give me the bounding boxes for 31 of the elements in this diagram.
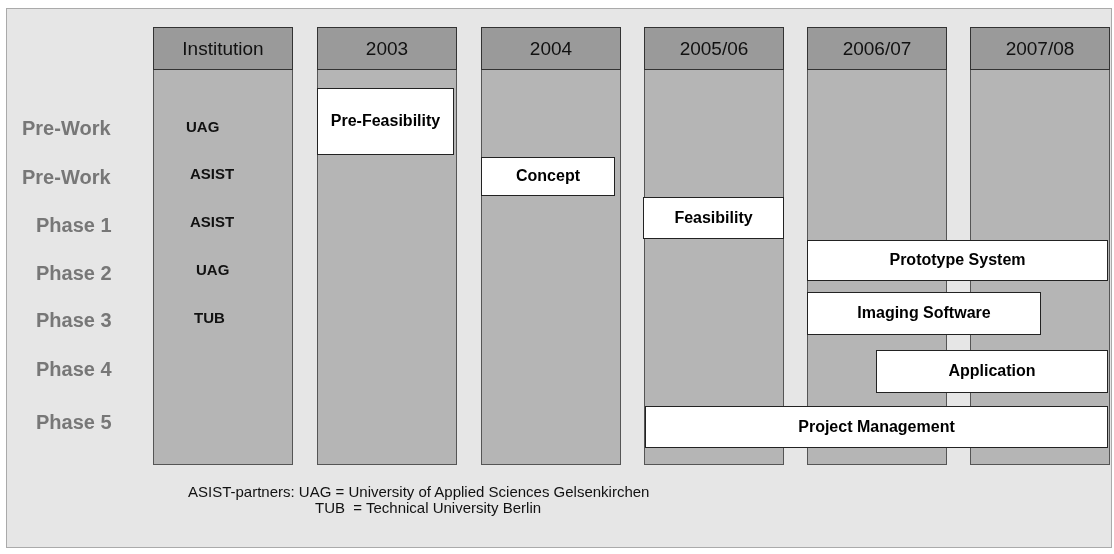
timeline-column <box>481 27 621 465</box>
task-bar: Feasibility <box>643 197 784 239</box>
timeline-column <box>153 27 293 465</box>
column-header: 2006/07 <box>807 27 947 70</box>
row-label: Phase 4 <box>36 358 112 381</box>
task-bar: Concept <box>481 157 615 196</box>
institution-label: UAG <box>196 261 230 278</box>
institution-label: TUB <box>194 309 225 326</box>
column-header: 2005/06 <box>644 27 784 70</box>
task-bar: Pre-Feasibility <box>317 88 454 155</box>
institution-label: UAG <box>186 118 220 135</box>
row-label: Pre-Work <box>22 166 111 189</box>
timeline-column <box>644 27 784 465</box>
footnote: TUB = Technical University Berlin <box>315 499 542 516</box>
row-label: Phase 2 <box>36 262 112 285</box>
task-bar: Imaging Software <box>807 292 1041 335</box>
column-header: 2003 <box>317 27 457 70</box>
footnote: ASIST-partners: UAG = University of Applied Sciences Gelsenkirchen <box>188 483 650 500</box>
row-label: Phase 5 <box>36 411 112 434</box>
task-bar: Application <box>876 350 1108 393</box>
row-label: Phase 3 <box>36 309 112 332</box>
institution-label: ASIST <box>190 165 235 182</box>
column-header: 2004 <box>481 27 621 70</box>
column-header: Institution <box>153 27 293 70</box>
institution-label: ASIST <box>190 213 235 230</box>
task-bar: Project Management <box>645 406 1108 448</box>
column-header: 2007/08 <box>970 27 1110 70</box>
row-label: Pre-Work <box>22 117 111 140</box>
row-label: Phase 1 <box>36 214 112 237</box>
task-bar: Prototype System <box>807 240 1108 281</box>
timeline-column <box>317 27 457 465</box>
